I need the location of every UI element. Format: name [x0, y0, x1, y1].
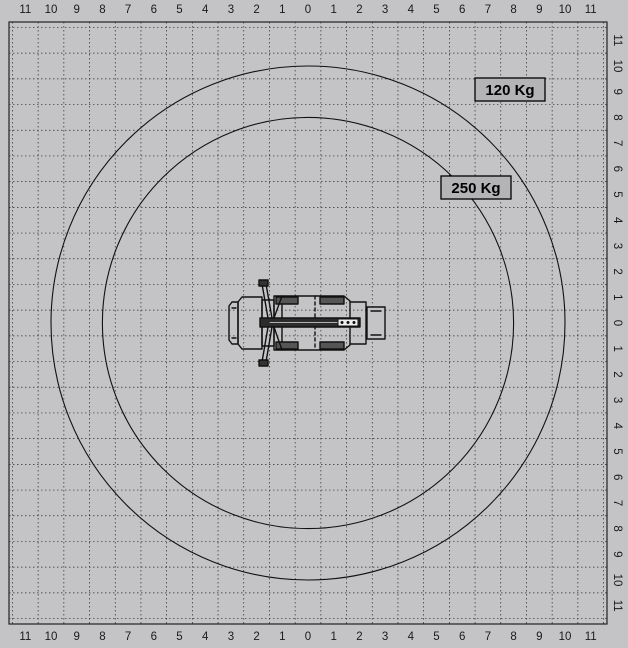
- tick-label-top: 1: [279, 4, 285, 16]
- tick-label-top: 8: [510, 4, 516, 16]
- tick-label-right: 9: [611, 88, 623, 94]
- tick-label-bottom: 7: [485, 631, 491, 643]
- tick-label-bottom: 2: [356, 631, 362, 643]
- tick-label-bottom: 8: [99, 631, 105, 643]
- tick-label-right: 1: [611, 294, 623, 300]
- label-250kg-text: 250 Kg: [451, 180, 500, 197]
- tick-label-top: 9: [73, 4, 79, 16]
- tick-label-top: 3: [228, 4, 234, 16]
- range-circles: [50, 65, 566, 581]
- tick-label-top: 9: [536, 4, 542, 16]
- tick-label-right: 2: [611, 371, 623, 377]
- tick-label-top: 1: [330, 4, 336, 16]
- tick-label-top: 4: [202, 4, 209, 16]
- tick-label-bottom: 4: [202, 631, 209, 643]
- tick-label-right: 0: [611, 320, 623, 326]
- label-250kg: 250 Kg: [440, 175, 512, 200]
- label-120kg: 120 Kg: [474, 77, 546, 102]
- tick-label-right: 4: [611, 217, 623, 224]
- tick-label-bottom: 8: [510, 631, 516, 643]
- tick-label-top: 6: [459, 4, 465, 16]
- tick-label-bottom: 1: [279, 631, 285, 643]
- tick-label-right: 8: [611, 114, 623, 120]
- axis-ticks: 1111101099887766554433221100112233445566…: [19, 4, 623, 643]
- tick-label-bottom: 5: [433, 631, 439, 643]
- tick-label-right: 5: [611, 191, 623, 197]
- tick-label-right: 7: [611, 500, 623, 506]
- tick-label-right: 1: [611, 345, 623, 351]
- label-120kg-box: [474, 77, 546, 102]
- tick-label-right: 6: [611, 474, 623, 480]
- label-250kg-box: [440, 175, 512, 200]
- tick-label-top: 7: [485, 4, 491, 16]
- tick-label-right: 11: [611, 600, 623, 612]
- tick-label-bottom: 9: [536, 631, 542, 643]
- tick-label-top: 5: [176, 4, 182, 16]
- tick-label-bottom: 6: [151, 631, 157, 643]
- tick-label-top: 2: [356, 4, 362, 16]
- tick-label-top: 8: [99, 4, 105, 16]
- tick-label-bottom: 9: [73, 631, 79, 643]
- tick-label-bottom: 0: [305, 631, 311, 643]
- tick-label-top: 0: [305, 4, 311, 16]
- tick-label-right: 10: [611, 574, 623, 587]
- tick-label-bottom: 10: [45, 631, 58, 643]
- range-labels: 120 Kg 250 Kg: [440, 77, 546, 200]
- tick-label-top: 7: [125, 4, 131, 16]
- tick-label-right: 7: [611, 140, 623, 146]
- tick-label-top: 3: [382, 4, 388, 16]
- tick-label-right: 6: [611, 166, 623, 172]
- tick-label-right: 8: [611, 525, 623, 531]
- tick-label-top: 6: [151, 4, 157, 16]
- tick-label-bottom: 2: [253, 631, 259, 643]
- tick-label-bottom: 10: [559, 631, 572, 643]
- label-120kg-text: 120 Kg: [485, 82, 534, 99]
- tick-label-bottom: 3: [382, 631, 388, 643]
- tick-label-right: 5: [611, 448, 623, 454]
- range-circle-120kg: [50, 65, 566, 581]
- tick-label-top: 4: [408, 4, 415, 16]
- tick-label-bottom: 5: [176, 631, 182, 643]
- tick-label-right: 2: [611, 268, 623, 274]
- tick-label-bottom: 3: [228, 631, 234, 643]
- tick-label-bottom: 7: [125, 631, 131, 643]
- tick-label-bottom: 1: [330, 631, 336, 643]
- tick-label-right: 3: [611, 243, 623, 249]
- tick-label-top: 11: [19, 4, 31, 16]
- tick-label-top: 10: [559, 4, 572, 16]
- tick-label-right: 11: [611, 34, 623, 46]
- aerial-platform-truck-top-view-icon: [228, 279, 386, 367]
- plot-frame: [8, 21, 608, 625]
- range-circle-250kg: [101, 116, 515, 530]
- tick-label-top: 10: [45, 4, 58, 16]
- tick-label-bottom: 6: [459, 631, 465, 643]
- tick-label-right: 4: [611, 423, 623, 430]
- tick-label-bottom: 4: [408, 631, 415, 643]
- tick-label-bottom: 11: [19, 631, 31, 643]
- tick-label-right: 3: [611, 397, 623, 403]
- tick-label-top: 2: [253, 4, 259, 16]
- tick-label-top: 11: [585, 4, 597, 16]
- tick-label-right: 9: [611, 551, 623, 557]
- tick-label-bottom: 11: [585, 631, 597, 643]
- tick-label-right: 10: [611, 60, 623, 73]
- tick-label-top: 5: [433, 4, 439, 16]
